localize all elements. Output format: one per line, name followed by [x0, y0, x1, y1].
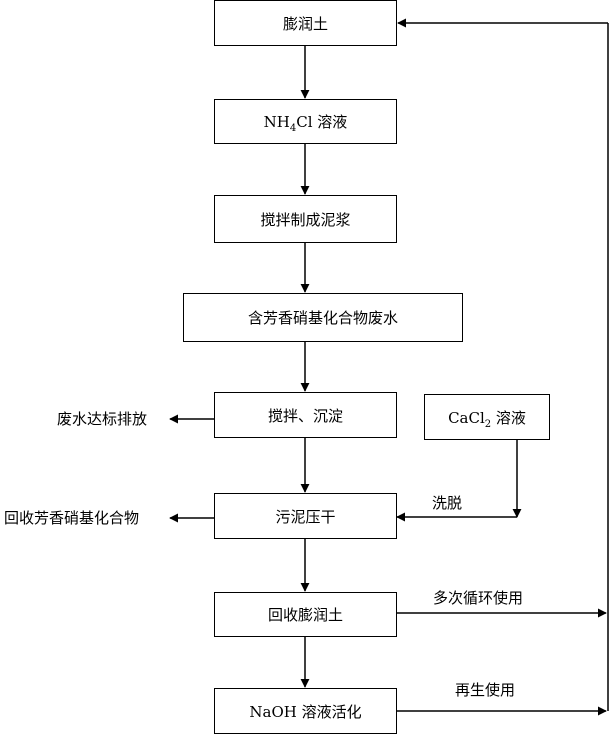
nh4cl-label: NH4Cl 溶液: [263, 113, 348, 134]
box-naoh-activation: NaOH 溶液活化: [214, 688, 397, 734]
label-discharge: 废水达标排放: [57, 410, 148, 428]
box-sludge-dry: 污泥压干: [214, 493, 397, 539]
box-nh4cl-solution: NH4Cl 溶液: [214, 99, 397, 144]
label-regenerate: 再生使用: [455, 681, 516, 699]
box-swelling-clay: 膨润土: [214, 0, 397, 46]
cacl2-label: CaCl2 溶液: [448, 408, 526, 430]
label-elution: 洗脱: [432, 494, 463, 512]
label-recover-compounds: 回收芳香硝基化合物: [4, 509, 140, 527]
box-stir-settle: 搅拌、沉淀: [214, 392, 397, 438]
box-stir-slurry: 搅拌制成泥浆: [214, 195, 397, 243]
box-cacl2-solution: CaCl2 溶液: [424, 394, 550, 440]
label-multi-cycle: 多次循环使用: [433, 589, 524, 607]
box-wastewater: 含芳香硝基化合物废水: [183, 293, 463, 342]
box-recover-clay: 回收膨润土: [214, 592, 397, 637]
